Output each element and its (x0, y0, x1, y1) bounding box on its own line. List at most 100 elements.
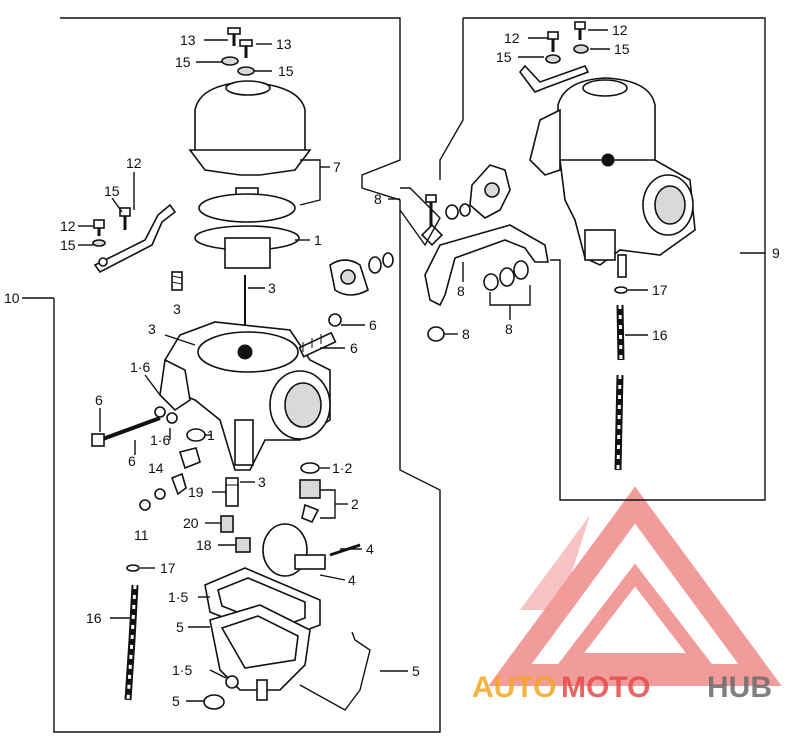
label-17a: 17 (160, 560, 176, 576)
drain-tube-16-left (124, 584, 139, 701)
label-6c: 6 (95, 392, 103, 408)
label-6d: 6 (128, 453, 136, 469)
label-4a: 4 (366, 541, 374, 557)
label-r16: 16 (652, 327, 668, 343)
drain-tube-16-right (614, 304, 625, 471)
leader-4b (319, 574, 346, 581)
label-11: 11 (134, 527, 149, 543)
watermark-moto: MOTO (561, 671, 650, 704)
clip-17-right (614, 286, 628, 294)
label-16a: 1·6 (130, 359, 150, 375)
label-1a: 1 (314, 232, 322, 248)
throttle-cable-bracket (93, 203, 177, 274)
label-7: 7 (333, 159, 341, 175)
air-cleaner-cover (188, 80, 312, 176)
watermark-auto: AUTO (472, 671, 556, 704)
label-14: 14 (148, 460, 164, 476)
label-13a: 13 (180, 32, 196, 48)
leader-15f (209, 669, 227, 679)
screw-12-bracket (119, 207, 131, 230)
washer-15-b (237, 66, 255, 76)
label-15b: 15 (278, 63, 294, 79)
right-frame-left-edge (439, 18, 464, 180)
right-bracket (518, 64, 590, 93)
label-6b: 6 (350, 340, 358, 356)
callout-labels: 13 13 15 15 7 1 3 3 3 12 15 12 15 10 6 6… (4, 22, 780, 709)
label-16c: 16 (86, 610, 102, 626)
label-5c: 5 (412, 663, 420, 679)
clip-17-left (126, 564, 140, 572)
main-jet-18 (235, 537, 251, 553)
label-12: 12 (126, 155, 142, 171)
carburetor-body-left (159, 321, 331, 471)
spring-8 (469, 164, 511, 219)
label-r12a: 12 (612, 22, 628, 38)
label-15e: 1·5 (168, 589, 188, 605)
washer-15-right-b (545, 54, 561, 64)
label-r8c: 8 (505, 321, 513, 337)
screw-12-right-b (547, 31, 559, 52)
washer-15-left (92, 239, 106, 247)
screw-13-right (239, 39, 253, 58)
label-12b: 12 (60, 218, 76, 234)
leader-15c (111, 197, 123, 213)
float-valve-2 (299, 479, 321, 524)
label-3a: 3 (268, 280, 276, 296)
label-r12b: 12 (504, 30, 520, 46)
o-ring-15 (225, 675, 239, 689)
float-bowl-5 (209, 604, 311, 701)
watermark-logo-mark (488, 486, 782, 686)
washer-14 (154, 488, 166, 500)
float-4 (262, 523, 361, 577)
label-20: 20 (183, 515, 199, 531)
label-15d: 15 (60, 237, 76, 253)
screw-13-left (227, 27, 241, 46)
o-ring-16b (166, 412, 178, 424)
label-r8a: 8 (374, 191, 382, 207)
label-16b: 1·6 (150, 432, 170, 448)
drain-screw-5 (203, 694, 225, 710)
bracket-2 (320, 489, 336, 519)
left-assembly-frame (53, 17, 441, 733)
label-10: 10 (4, 290, 20, 306)
label-r8d: 8 (462, 326, 470, 342)
air-filter-element (194, 187, 300, 269)
label-4b: 4 (348, 572, 356, 588)
washer-15-a (221, 56, 239, 66)
label-3b: 3 (173, 301, 181, 317)
washer-15-right-a (573, 44, 589, 54)
drain-wire (299, 631, 371, 711)
watermark-hub: HUB (707, 671, 772, 704)
throttle-stop-screw-6 (298, 331, 337, 358)
label-r8b: 8 (457, 283, 465, 299)
label-3d: 3 (258, 474, 266, 490)
label-r9: 9 (772, 245, 780, 261)
label-13b: 13 (276, 36, 292, 52)
carburetor-assembly-right (529, 77, 696, 278)
label-r15b: 15 (496, 49, 512, 65)
label-15a: 15 (175, 54, 191, 70)
label-12c: 1·2 (332, 460, 352, 476)
plug (178, 447, 201, 470)
washer-8a (445, 204, 459, 220)
screw-11 (139, 499, 151, 511)
cable-bracket-8 (424, 224, 549, 307)
label-3c: 3 (148, 321, 156, 337)
pilot-screw-6 (91, 416, 161, 447)
throttle-return-spring (329, 252, 394, 296)
label-5b: 5 (172, 693, 180, 709)
nut-8a (483, 273, 499, 291)
label-6a: 6 (369, 317, 377, 333)
leader-3c (164, 334, 196, 346)
right-assembly-frame (463, 17, 766, 501)
bracket-7 (299, 159, 321, 206)
leader-8-group-a (399, 187, 441, 247)
needle-jet-19 (225, 477, 239, 507)
watermark-text: AUTO MOTO HUB (472, 671, 772, 704)
screw-12-right-a (574, 21, 586, 40)
label-19: 19 (188, 484, 204, 500)
washer-8b (459, 203, 471, 217)
label-5a: 5 (176, 619, 184, 635)
bolt-12-left (93, 219, 105, 236)
